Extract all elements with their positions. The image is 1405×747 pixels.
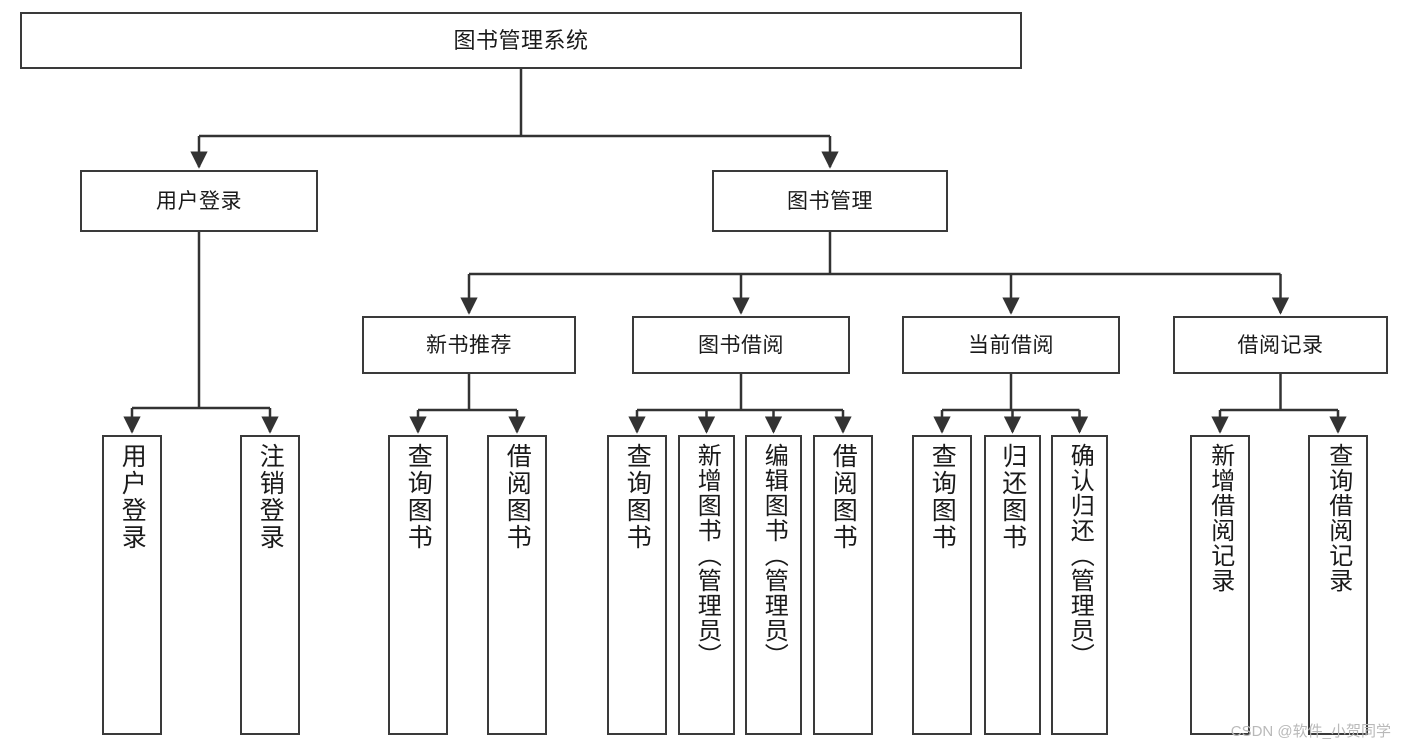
node-label: 借阅记录: [1237, 333, 1324, 357]
node-label: 注销登录: [256, 443, 285, 551]
node-label: 用户登录: [156, 189, 242, 213]
node-label: 查询图书: [404, 443, 433, 551]
node-label: 查询图书: [623, 443, 652, 551]
node-user-login[interactable]: 用户登录: [80, 170, 318, 232]
node-leaf-add-record[interactable]: 新增借阅记录: [1190, 435, 1250, 735]
node-label: 图书管理系统: [453, 27, 589, 53]
node-label: 查询借阅记录: [1324, 443, 1352, 593]
node-label: 确认归还（管理员）: [1066, 443, 1094, 668]
node-book-manage[interactable]: 图书管理: [712, 170, 948, 232]
node-root[interactable]: 图书管理系统: [20, 12, 1022, 69]
watermark: CSDN @软件_小贺同学: [1230, 723, 1391, 740]
node-book-borrow[interactable]: 图书借阅: [632, 316, 850, 374]
node-leaf-confirm-return[interactable]: 确认归还（管理员）: [1051, 435, 1108, 735]
node-leaf-query-book-2[interactable]: 查询图书: [607, 435, 667, 735]
node-leaf-query-book-3[interactable]: 查询图书: [912, 435, 972, 735]
node-current-borrow[interactable]: 当前借阅: [902, 316, 1120, 374]
node-leaf-user-login[interactable]: 用户登录: [102, 435, 162, 735]
node-leaf-edit-book[interactable]: 编辑图书（管理员）: [745, 435, 802, 735]
node-label: 新增借阅记录: [1206, 443, 1234, 593]
node-leaf-query-record[interactable]: 查询借阅记录: [1308, 435, 1368, 735]
node-leaf-borrow-book-2[interactable]: 借阅图书: [813, 435, 873, 735]
node-label: 新增图书（管理员）: [693, 443, 721, 668]
node-label: 用户登录: [118, 443, 147, 551]
node-label: 归还图书: [998, 443, 1027, 551]
node-label: 查询图书: [928, 443, 957, 551]
node-leaf-user-logout[interactable]: 注销登录: [240, 435, 300, 735]
node-leaf-query-book-1[interactable]: 查询图书: [388, 435, 448, 735]
node-label: 借阅图书: [503, 443, 532, 551]
node-leaf-add-book[interactable]: 新增图书（管理员）: [678, 435, 735, 735]
node-new-book-rec[interactable]: 新书推荐: [362, 316, 576, 374]
node-label: 新书推荐: [426, 333, 512, 357]
node-borrow-record[interactable]: 借阅记录: [1173, 316, 1388, 374]
node-label: 借阅图书: [829, 443, 858, 551]
node-leaf-borrow-book-1[interactable]: 借阅图书: [487, 435, 547, 735]
node-label: 编辑图书（管理员）: [760, 443, 788, 668]
node-label: 图书借阅: [698, 333, 784, 357]
node-leaf-return-book[interactable]: 归还图书: [984, 435, 1041, 735]
node-label: 当前借阅: [968, 333, 1054, 357]
node-label: 图书管理: [787, 189, 873, 213]
